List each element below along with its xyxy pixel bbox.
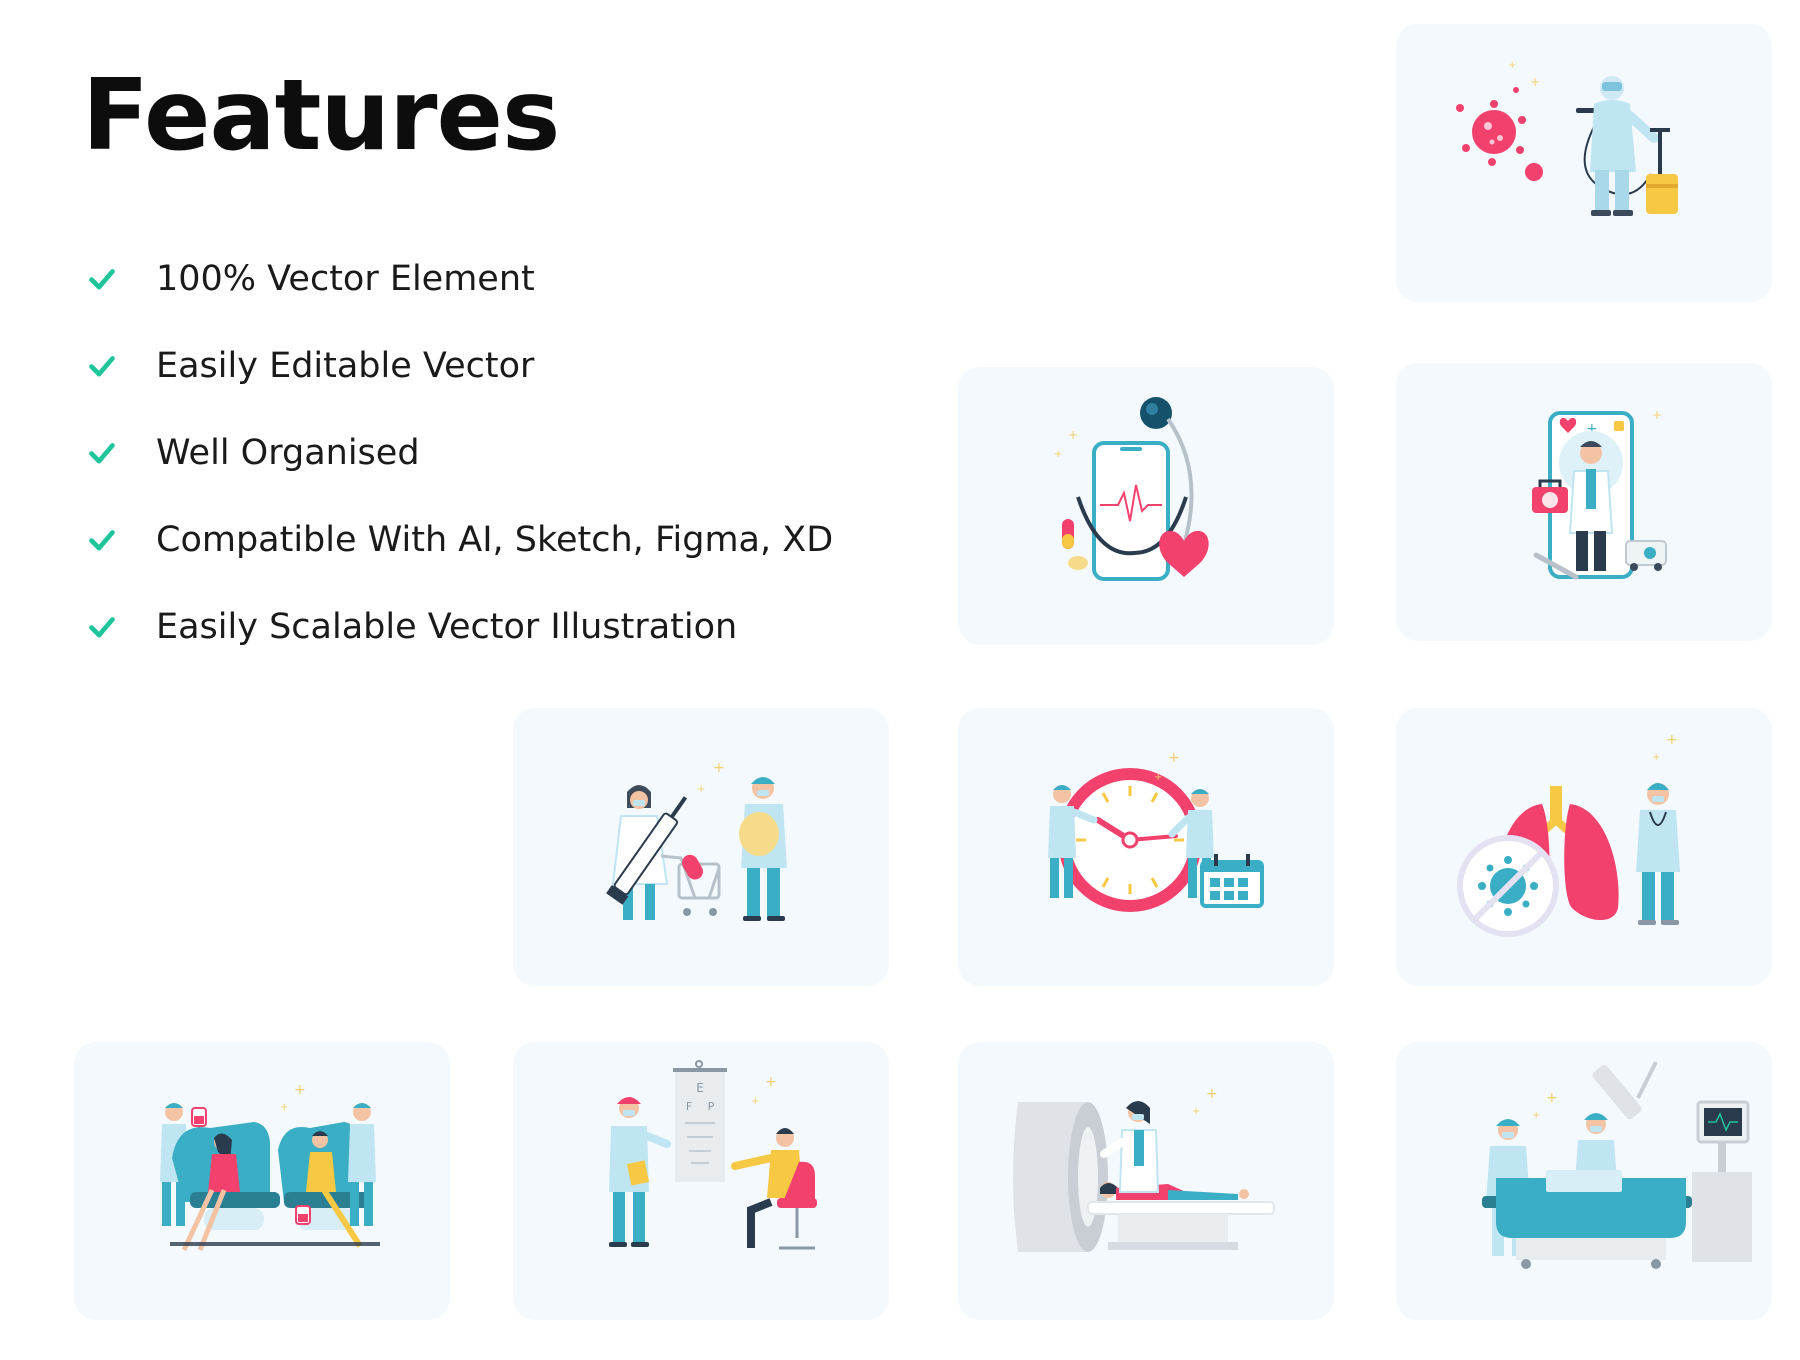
svg-text:+: + xyxy=(1652,408,1662,422)
svg-text:+: + xyxy=(1666,732,1678,748)
illustration-card-mri: + + xyxy=(958,1042,1334,1320)
surgery-icon: + + xyxy=(1482,1061,1752,1269)
feature-label: 100% Vector Element xyxy=(156,258,535,299)
check-icon xyxy=(89,268,115,289)
check-icon xyxy=(89,529,115,550)
page-title: Features xyxy=(82,59,560,173)
svg-text:+: + xyxy=(713,760,725,776)
phone-stethoscope-icon: + + xyxy=(1054,397,1209,581)
svg-text:+: + xyxy=(1168,750,1180,766)
illustration-card-vaccine: + + xyxy=(513,708,889,986)
svg-text:+: + xyxy=(280,1102,288,1113)
svg-text:+: + xyxy=(1652,752,1660,763)
eye-chart-letter: P xyxy=(708,1100,715,1113)
feature-label: Easily Editable Vector xyxy=(156,345,535,386)
virus-disinfection-icon: + + xyxy=(1456,60,1678,216)
svg-text:+: + xyxy=(1192,1106,1200,1117)
svg-text:+: + xyxy=(765,1074,777,1090)
illustration-card-clock: + + xyxy=(958,708,1334,986)
svg-text:+: + xyxy=(1532,1110,1540,1121)
illustration-card-surgery: + + xyxy=(1396,1042,1772,1320)
illustration-card-blood-donation: + + xyxy=(74,1042,450,1320)
eye-test-icon: E F P + + xyxy=(609,1060,817,1250)
illustration-card-lungs: + + xyxy=(1396,708,1772,986)
eye-chart-letter: E xyxy=(696,1081,704,1095)
svg-text:+: + xyxy=(697,784,705,795)
clock-appointment-icon: + + xyxy=(1048,750,1264,912)
svg-text:+: + xyxy=(1586,421,1598,437)
feature-label: Easily Scalable Vector Illustration xyxy=(156,606,738,647)
check-icon xyxy=(89,355,115,376)
illustration-card-eye-test: E F P + + xyxy=(513,1042,889,1320)
illustration-card-online-doctor: + + xyxy=(1396,363,1772,641)
svg-text:+: + xyxy=(1530,75,1540,89)
eye-chart-letter: F xyxy=(686,1100,692,1113)
feature-item: Well Organised xyxy=(88,409,833,496)
vaccine-shopping-icon: + + xyxy=(606,760,787,921)
feature-item: Easily Scalable Vector Illustration xyxy=(88,583,833,670)
feature-label: Well Organised xyxy=(156,432,420,473)
svg-text:+: + xyxy=(1054,449,1062,460)
feature-item: Easily Editable Vector xyxy=(88,322,833,409)
svg-text:+: + xyxy=(1508,60,1516,71)
lungs-virus-icon: + + xyxy=(1457,732,1680,937)
feature-label: Compatible With AI, Sketch, Figma, XD xyxy=(156,519,834,560)
feature-item: 100% Vector Element xyxy=(88,235,833,322)
svg-text:+: + xyxy=(751,1096,759,1107)
check-icon xyxy=(89,442,115,463)
online-doctor-icon: + + xyxy=(1532,408,1667,580)
svg-text:+: + xyxy=(1546,1090,1558,1106)
check-icon xyxy=(89,616,115,637)
illustration-card-disinfection: + + xyxy=(1396,24,1772,302)
feature-item: Compatible With AI, Sketch, Figma, XD xyxy=(88,496,833,583)
svg-text:+: + xyxy=(294,1082,306,1098)
blood-donation-icon: + + xyxy=(160,1082,380,1252)
svg-text:+: + xyxy=(1206,1086,1218,1102)
illustration-card-phone-stethoscope: + + xyxy=(958,367,1334,645)
svg-text:+: + xyxy=(1068,428,1078,442)
mri-scan-icon: + + xyxy=(1013,1086,1275,1252)
svg-text:+: + xyxy=(1154,772,1162,783)
feature-list: 100% Vector Element Easily Editable Vect… xyxy=(88,235,833,670)
